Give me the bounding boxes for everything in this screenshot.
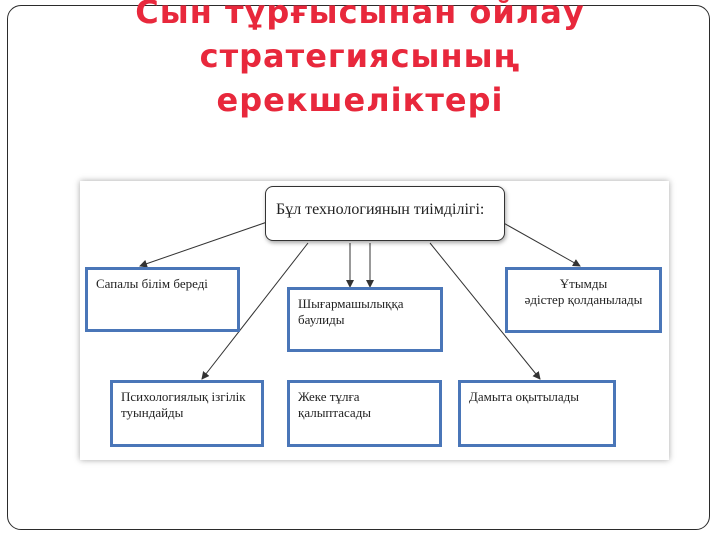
arrow-to-developmental [429,242,541,380]
title-line-2: стратегиясының [199,37,521,75]
node-personality: Жеке тұлға қалыптасады [287,380,442,447]
node-quality: Сапалы білім береді [85,267,240,332]
slide-title: Сын тұрғысынан ойлау стратегиясының ерек… [0,0,720,122]
node-creativity: Шығармашылыққа баулиды [287,287,443,352]
node-developmental: Дамыта оқытылады [458,380,616,447]
arrow-to-quality [139,220,271,268]
node-methods: Ұтымды әдістер қолданылады [505,267,662,333]
arrow-to-methods [499,220,581,267]
arrow-to-psych [201,242,309,380]
node-psych: Психологиялық ізгілік туындайды [110,380,264,447]
root-node: Бұл технологиянын тиімділігі: [265,186,505,241]
connector-arrows [139,220,581,380]
title-line-3: ерекшеліктері [216,81,504,119]
title-line-1: Сын тұрғысынан ойлау [135,0,585,31]
diagram-panel: Бұл технологиянын тиімділігі: Сапалы біл… [80,181,669,460]
